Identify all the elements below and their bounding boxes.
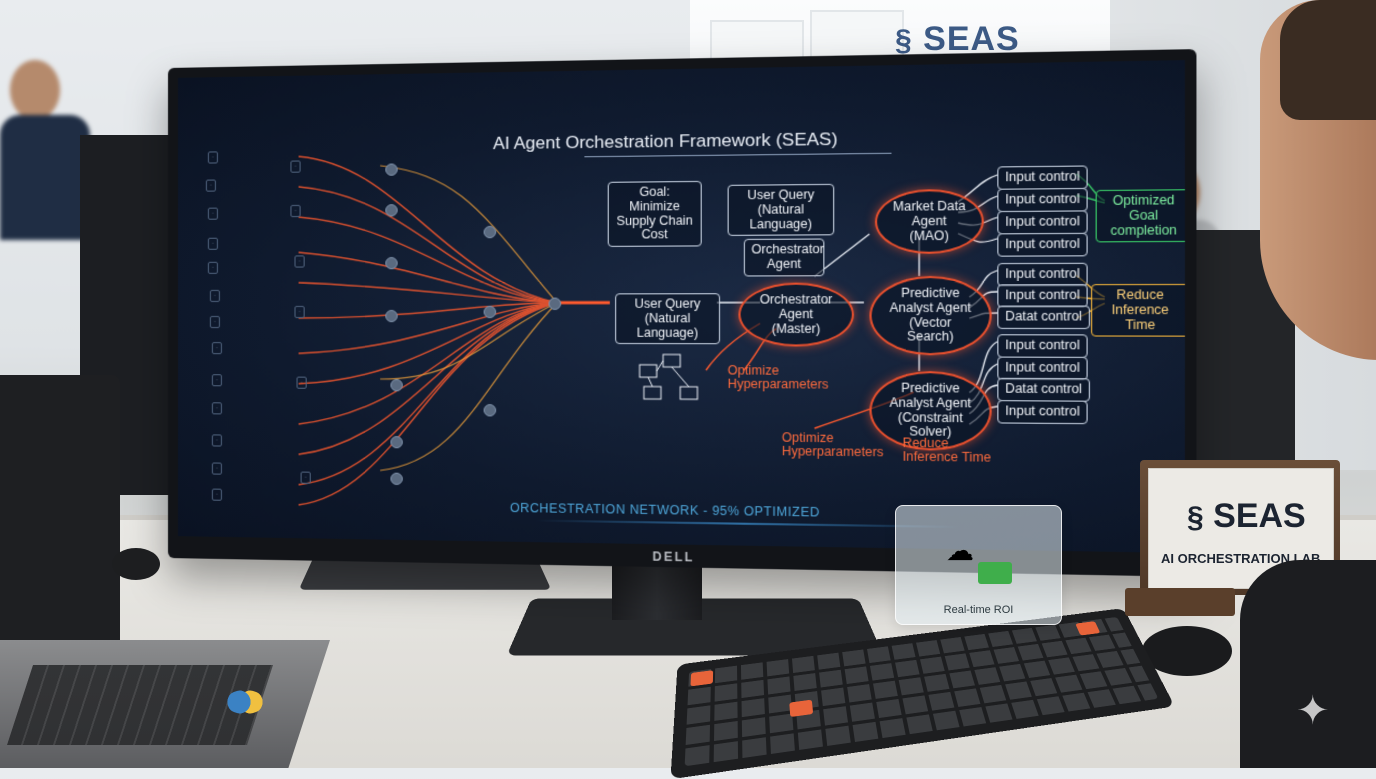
optimize-note-2: Optimize Hyperparameters <box>781 430 884 460</box>
plaque-logo-text: SEAS <box>1213 497 1306 535</box>
goal-node: Goal: Minimize Supply Chain Cost <box>607 180 702 248</box>
network-dot <box>483 225 497 239</box>
network-node: · <box>205 179 216 192</box>
monitor-screen: AI Agent Orchestration Framework (SEAS) … <box>177 60 1185 554</box>
person-background-left <box>0 60 90 240</box>
wall-sign: § SEAS <box>895 20 1020 59</box>
network-dot <box>483 404 497 417</box>
network-dot <box>385 309 398 323</box>
network-dot <box>483 305 497 319</box>
money-icon <box>978 562 1012 584</box>
input-control-node: Input control <box>997 284 1088 308</box>
network-node: · <box>209 289 220 302</box>
cloud-money-icon: ☁ <box>946 535 974 566</box>
seas-swirl-icon: § <box>895 24 913 57</box>
network-dot <box>385 204 398 217</box>
main-monitor: AI Agent Orchestration Framework (SEAS) … <box>168 49 1197 577</box>
input-control-node: Input control <box>997 232 1088 257</box>
reduce-note-bottom: Reduce Inference Time <box>902 435 991 466</box>
dell-logo: DELL <box>652 549 695 565</box>
user-query-top-node: User Query (Natural Language) <box>727 183 835 237</box>
user-query-mid-node: User Query (Natural Language) <box>615 293 721 345</box>
network-dot <box>548 297 562 310</box>
mouse-right <box>1142 626 1232 676</box>
network-node: · <box>211 462 222 475</box>
input-control-node: Input control <box>997 334 1088 358</box>
reduce-inference-right-node: Reduce Inference Time <box>1091 283 1185 338</box>
network-node: · <box>207 151 218 164</box>
network-node: · <box>296 376 307 389</box>
data-control-node: Datat control <box>997 377 1090 402</box>
input-control-node: Input control <box>997 165 1088 190</box>
data-control-node: Datat control <box>997 305 1090 329</box>
person-foreground <box>1200 0 1376 768</box>
network-node: · <box>211 402 222 415</box>
network-node: · <box>207 237 218 250</box>
network-node: · <box>294 255 305 268</box>
orchestrator-top-node: Orchestrator Agent <box>743 238 825 277</box>
network-node: · <box>211 434 222 447</box>
input-control-node: Input control <box>997 187 1088 212</box>
sparkle-icon: ✦ <box>1296 689 1330 733</box>
input-control-node: Input control <box>997 400 1088 424</box>
predictive-vector-node: Predictive Analyst Agent (Vector Search) <box>869 275 992 356</box>
input-control-node: Input control <box>997 210 1088 235</box>
roi-card: ☁ Real-time ROI <box>895 505 1062 625</box>
roi-label: Real-time ROI <box>943 604 1014 616</box>
plaque-base <box>1125 588 1235 616</box>
mouse-left <box>112 548 160 580</box>
network-node: · <box>211 342 222 355</box>
optimize-note-1: Optimize Hyperparameters <box>727 363 829 392</box>
input-control-node: Input control <box>997 262 1088 287</box>
network-node: · <box>207 261 218 274</box>
plaque-logo: § SEAS <box>1187 497 1306 536</box>
seas-swirl-icon: § <box>1187 501 1204 534</box>
optimized-goal-node: Optimized Goal completion <box>1095 189 1185 243</box>
network-node: · <box>207 207 218 220</box>
laptop-sticker <box>225 690 265 714</box>
network-dot <box>385 163 398 176</box>
network-node: · <box>290 204 301 218</box>
orchestrator-master-node: Orchestrator Agent (Master) <box>738 282 855 348</box>
network-dot <box>390 379 403 392</box>
network-node: · <box>209 316 220 329</box>
network-dot <box>390 472 403 485</box>
network-node: · <box>211 374 222 387</box>
network-node: · <box>300 471 311 484</box>
input-control-node: Input control <box>997 356 1088 381</box>
network-node: · <box>290 160 301 173</box>
network-dot <box>390 436 403 449</box>
network-node: · <box>294 305 305 319</box>
network-dot <box>385 257 398 270</box>
